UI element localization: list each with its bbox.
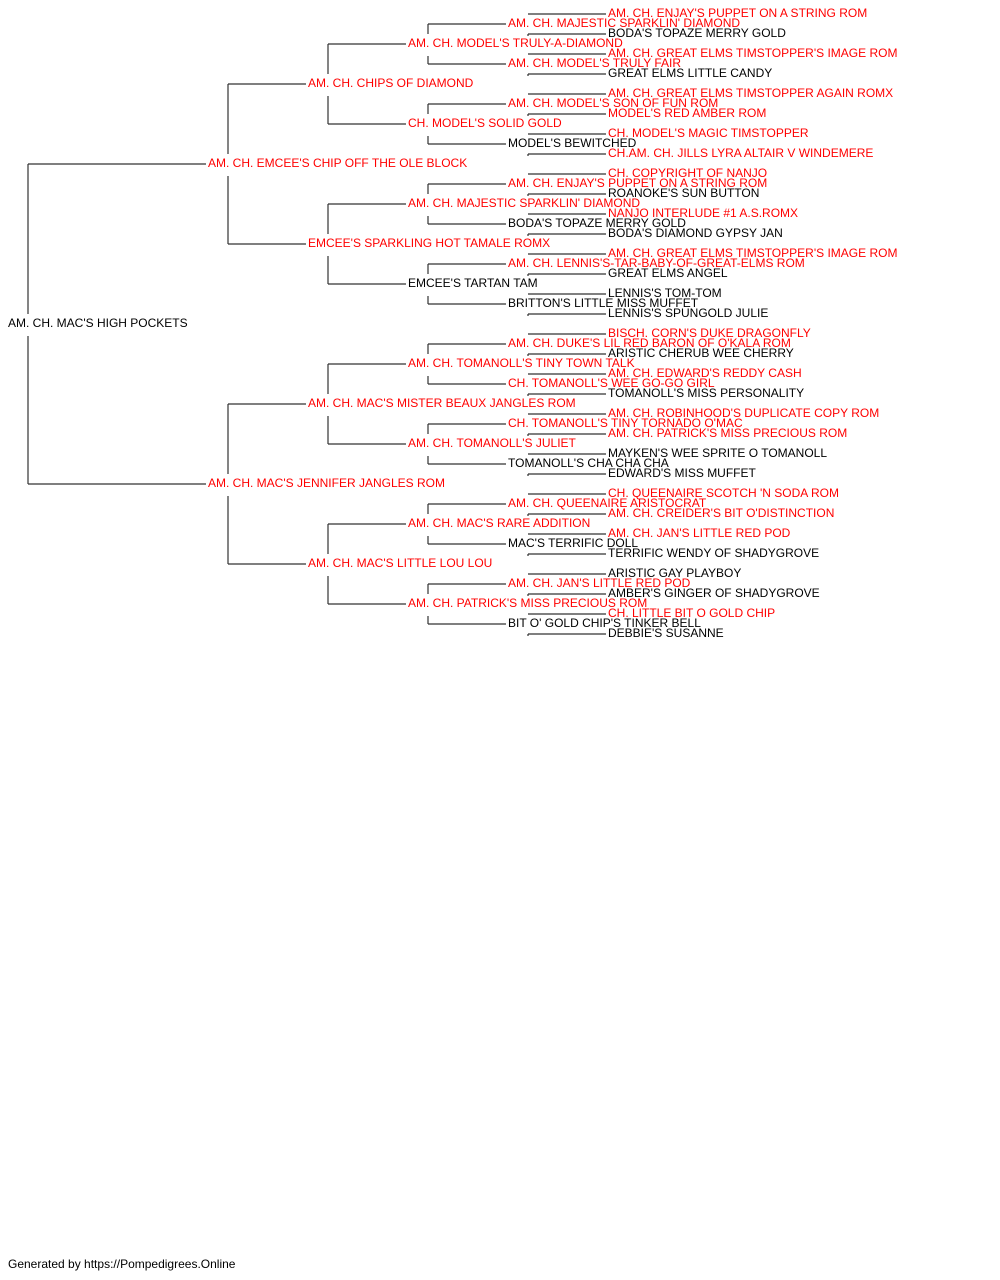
pedigree-entry-gen6: EDWARD'S MISS MUFFET [608,466,756,480]
pedigree-entry-gen6: NANJO INTERLUDE #1 A.S.ROMX [608,206,799,220]
pedigree-entry-gen6: GREAT ELMS ANGEL [608,266,728,280]
pedigree-entry-gen6: AMBER'S GINGER OF SHADYGROVE [608,586,820,600]
pedigree-entry-gen3: AM. CH. MAC'S MISTER BEAUX JANGLES ROM [308,396,576,410]
pedigree-entry-gen6: AM. CH. GREAT ELMS TIMSTOPPER'S IMAGE RO… [608,246,898,260]
pedigree-entry-gen6: MODEL'S RED AMBER ROM [608,106,767,120]
pedigree-entry-gen5: MODEL'S BEWITCHED [508,136,637,150]
pedigree-entry-gen6: AM. CH. GREAT ELMS TIMSTOPPER'S IMAGE RO… [608,46,898,60]
pedigree-entry-gen5: MAC'S TERRIFIC DOLL [508,536,639,550]
pedigree-entry-gen6: AM. CH. ROBINHOOD'S DUPLICATE COPY ROM [608,406,880,420]
pedigree-entry-gen4: AM. CH. MAJESTIC SPARKLIN' DIAMOND [408,196,641,210]
pedigree-entry-gen1: AM. CH. MAC'S HIGH POCKETS [8,316,188,330]
pedigree-entry-gen3: AM. CH. MAC'S LITTLE LOU LOU [308,556,493,570]
pedigree-entry-gen5: TOMANOLL'S CHA CHA CHA [508,456,669,470]
pedigree-entry-gen6: GREAT ELMS LITTLE CANDY [608,66,773,80]
pedigree-entry-gen6: AM. CH. ENJAY'S PUPPET ON A STRING ROM [608,6,868,20]
pedigree-entry-gen6: CH. COPYRIGHT OF NANJO [608,166,768,180]
pedigree-entry-gen6: CH.AM. CH. JILLS LYRA ALTAIR V WINDEMERE [608,146,874,160]
pedigree-entry-gen5: CH. TOMANOLL'S WEE GO-GO GIRL [508,376,715,390]
pedigree-entry-gen4: CH. MODEL'S SOLID GOLD [408,116,562,130]
pedigree-entry-gen6: CH. MODEL'S MAGIC TIMSTOPPER [608,126,809,140]
pedigree-entry-gen3: EMCEE'S SPARKLING HOT TAMALE ROMX [308,236,551,250]
pedigree-entry-gen4: AM. CH. TOMANOLL'S TINY TOWN TALK [408,356,635,370]
pedigree-entry-gen5: AM. CH. LENNIS'S-TAR-BABY-OF-GREAT-ELMS … [508,256,805,270]
pedigree-entry-gen6: LENNIS'S TOM-TOM [608,286,722,300]
pedigree-entry-gen5: AM. CH. JAN'S LITTLE RED POD [508,576,691,590]
pedigree-entry-gen6: ROANOKE'S SUN BUTTON [608,186,760,200]
pedigree-entry-gen6: ARISTIC GAY PLAYBOY [608,566,742,580]
pedigree-entry-gen6: CH. QUEENAIRE SCOTCH 'N SODA ROM [608,486,839,500]
pedigree-entry-gen4: AM. CH. TOMANOLL'S JULIET [408,436,576,450]
pedigree-entry-gen3: AM. CH. CHIPS OF DIAMOND [308,76,474,90]
pedigree-entry-gen5: AM. CH. MAJESTIC SPARKLIN' DIAMOND [508,16,741,30]
pedigree-entry-gen5: AM. CH. DUKE'S LIL RED BARON OF O'KALA R… [508,336,791,350]
pedigree-entry-gen5: AM. CH. MODEL'S TRULY FAIR [508,56,681,70]
pedigree-entry-gen6: LENNIS'S SPUNGOLD JULIE [608,306,769,320]
pedigree-entry-gen6: TERRIFIC WENDY OF SHADYGROVE [608,546,820,560]
pedigree-entry-gen2: AM. CH. EMCEE'S CHIP OFF THE OLE BLOCK [208,156,468,170]
pedigree-entry-gen5: BIT O' GOLD CHIP'S TINKER BELL [508,616,701,630]
pedigree-entry-gen6: AM. CH. JAN'S LITTLE RED POD [608,526,791,540]
pedigree-entry-gen5: AM. CH. QUEENAIRE ARISTOCRAT [508,496,707,510]
pedigree-entry-gen5: CH. TOMANOLL'S TINY TORNADO O'MAC [508,416,743,430]
pedigree-entry-gen5: BRITTON'S LITTLE MISS MUFFET [508,296,699,310]
pedigree-entry-gen6: MAYKEN'S WEE SPRITE O TOMANOLL [608,446,828,460]
pedigree-entry-gen6: DEBBIE'S SUSANNE [608,626,724,640]
pedigree-entry-gen5: AM. CH. MODEL'S SON OF FUN ROM [508,96,719,110]
pedigree-entry-gen6: AM. CH. PATRICK'S MISS PRECIOUS ROM [608,426,848,440]
pedigree-entry-gen6: BODA'S DIAMOND GYPSY JAN [608,226,783,240]
pedigree-entry-gen4: AM. CH. PATRICK'S MISS PRECIOUS ROM [408,596,648,610]
pedigree-entry-gen6: AM. CH. GREAT ELMS TIMSTOPPER AGAIN ROMX [608,86,894,100]
pedigree-entry-gen5: BODA'S TOPAZE MERRY GOLD [508,216,686,230]
pedigree-entry-gen6: ARISTIC CHERUB WEE CHERRY [608,346,794,360]
pedigree-entry-gen6: AM. CH. CREIDER'S BIT O'DISTINCTION [608,506,835,520]
pedigree-entry-gen4: AM. CH. MODEL'S TRULY-A-DIAMOND [408,36,623,50]
pedigree-entry-gen6: AM. CH. EDWARD'S REDDY CASH [608,366,802,380]
generated-by-footer: Generated by https://Pompedigrees.Online [8,1257,236,1271]
pedigree-entry-gen6: CH. LITTLE BIT O GOLD CHIP [608,606,776,620]
pedigree-entry-gen6: TOMANOLL'S MISS PERSONALITY [608,386,805,400]
pedigree-entry-gen5: AM. CH. ENJAY'S PUPPET ON A STRING ROM [508,176,768,190]
pedigree-entry-gen6: BODA'S TOPAZE MERRY GOLD [608,26,786,40]
pedigree-entry-gen6: BISCH. CORN'S DUKE DRAGONFLY [608,326,811,340]
pedigree-entry-gen2: AM. CH. MAC'S JENNIFER JANGLES ROM [208,476,445,490]
pedigree-entry-gen4: EMCEE'S TARTAN TAM [408,276,538,290]
pedigree-entry-gen4: AM. CH. MAC'S RARE ADDITION [408,516,591,530]
